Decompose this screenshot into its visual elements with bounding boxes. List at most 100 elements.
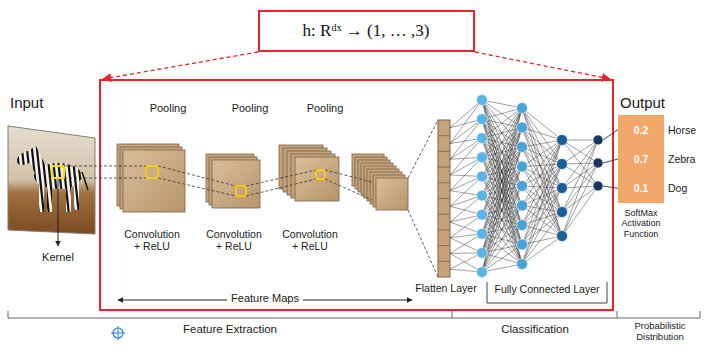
weight-line xyxy=(522,164,562,264)
neuron xyxy=(477,171,488,182)
projection-line xyxy=(64,178,146,179)
weight-line xyxy=(522,140,562,264)
weight-line xyxy=(522,186,562,188)
weight-line xyxy=(562,140,598,212)
neuron xyxy=(477,152,488,163)
probability-value: 0.1 xyxy=(634,182,649,194)
weight-line xyxy=(522,225,562,236)
neuron xyxy=(477,209,488,220)
weight-line xyxy=(522,212,562,264)
weight-line xyxy=(522,140,562,245)
projection-line xyxy=(64,166,146,167)
neuron xyxy=(593,181,603,191)
weight-line xyxy=(482,186,522,272)
weight-line xyxy=(522,128,562,141)
projection-line xyxy=(325,170,372,182)
neuron xyxy=(557,231,568,242)
section-label: Classification xyxy=(501,323,569,336)
projection-line xyxy=(158,166,236,186)
neuron xyxy=(593,135,603,145)
zebra-tail xyxy=(82,172,88,190)
layer-label: Pooling xyxy=(150,102,187,115)
output-line xyxy=(603,159,618,163)
layer-label: Pooling xyxy=(307,102,344,115)
weight-line xyxy=(522,164,562,245)
map-layer xyxy=(376,178,408,210)
neuron xyxy=(557,159,568,170)
receptive-field xyxy=(236,186,246,196)
weight-line xyxy=(522,236,562,264)
layer-label: Pooling xyxy=(232,102,269,115)
output-line xyxy=(603,130,618,140)
neuron xyxy=(477,190,488,201)
class-label: Dog xyxy=(668,182,687,194)
projection-line xyxy=(325,179,372,200)
weight-line xyxy=(522,188,562,245)
weight-line xyxy=(482,119,522,264)
neuron xyxy=(517,239,528,250)
neuron xyxy=(557,207,568,218)
neuron xyxy=(477,247,488,258)
zebra-stripes xyxy=(16,140,94,215)
neuron xyxy=(517,122,528,133)
zebra-figure xyxy=(10,135,94,220)
projection-line xyxy=(246,179,316,196)
map-layer xyxy=(212,160,260,208)
class-label: Horse xyxy=(668,124,696,136)
feature-map xyxy=(352,154,408,210)
bracket xyxy=(487,282,607,303)
probability-value: 0.2 xyxy=(634,124,649,136)
section-label: Feature Extraction xyxy=(183,323,277,336)
leader-line xyxy=(58,179,59,246)
feature-map xyxy=(279,145,339,201)
neuron xyxy=(517,220,528,231)
section-heading: Output xyxy=(620,94,665,111)
weight-line xyxy=(482,225,522,272)
weight-line xyxy=(522,188,562,264)
weight-line xyxy=(450,176,482,206)
model-frame xyxy=(100,80,613,310)
weight-line xyxy=(482,108,522,119)
receptive-field xyxy=(146,166,158,178)
weight-line xyxy=(450,100,482,128)
feature-map xyxy=(117,144,185,212)
dashed-arrow xyxy=(103,52,258,79)
weight-line xyxy=(482,245,522,273)
probability-value: 0.7 xyxy=(634,153,649,165)
class-label: Zebra xyxy=(668,153,695,165)
kernel-label: Kernel xyxy=(42,251,74,264)
weight-line xyxy=(562,163,598,236)
flatten-cells xyxy=(438,136,450,262)
projection-lines xyxy=(64,120,438,277)
weight-line xyxy=(522,140,562,147)
neuron xyxy=(517,200,528,211)
weight-line xyxy=(522,140,562,225)
weight-line xyxy=(482,100,522,245)
weight-line xyxy=(482,264,522,272)
projection-line xyxy=(158,178,236,196)
flatten-bar xyxy=(438,120,450,277)
feature-map xyxy=(206,154,260,208)
layer-label: Convolution + ReLU xyxy=(282,228,337,252)
weight-line xyxy=(522,212,562,245)
neuron xyxy=(477,267,488,278)
neuron xyxy=(477,133,488,144)
weight-line xyxy=(562,140,598,164)
map-layer xyxy=(123,150,185,212)
projection-line xyxy=(246,170,316,186)
neuron xyxy=(517,103,528,114)
neuron xyxy=(517,142,528,153)
kernel-square xyxy=(52,166,64,178)
neuron xyxy=(557,183,568,194)
neural-network xyxy=(450,95,603,278)
weight-line xyxy=(482,167,522,273)
weight-line xyxy=(522,206,562,237)
group-label: Feature Maps xyxy=(227,292,303,305)
neuron xyxy=(593,158,603,168)
layer-label: Flatten Layer xyxy=(415,282,476,294)
group-label: Fully Connected Layer xyxy=(494,283,599,295)
weight-line xyxy=(482,206,522,273)
layer-label: Convolution + ReLU xyxy=(124,228,179,252)
